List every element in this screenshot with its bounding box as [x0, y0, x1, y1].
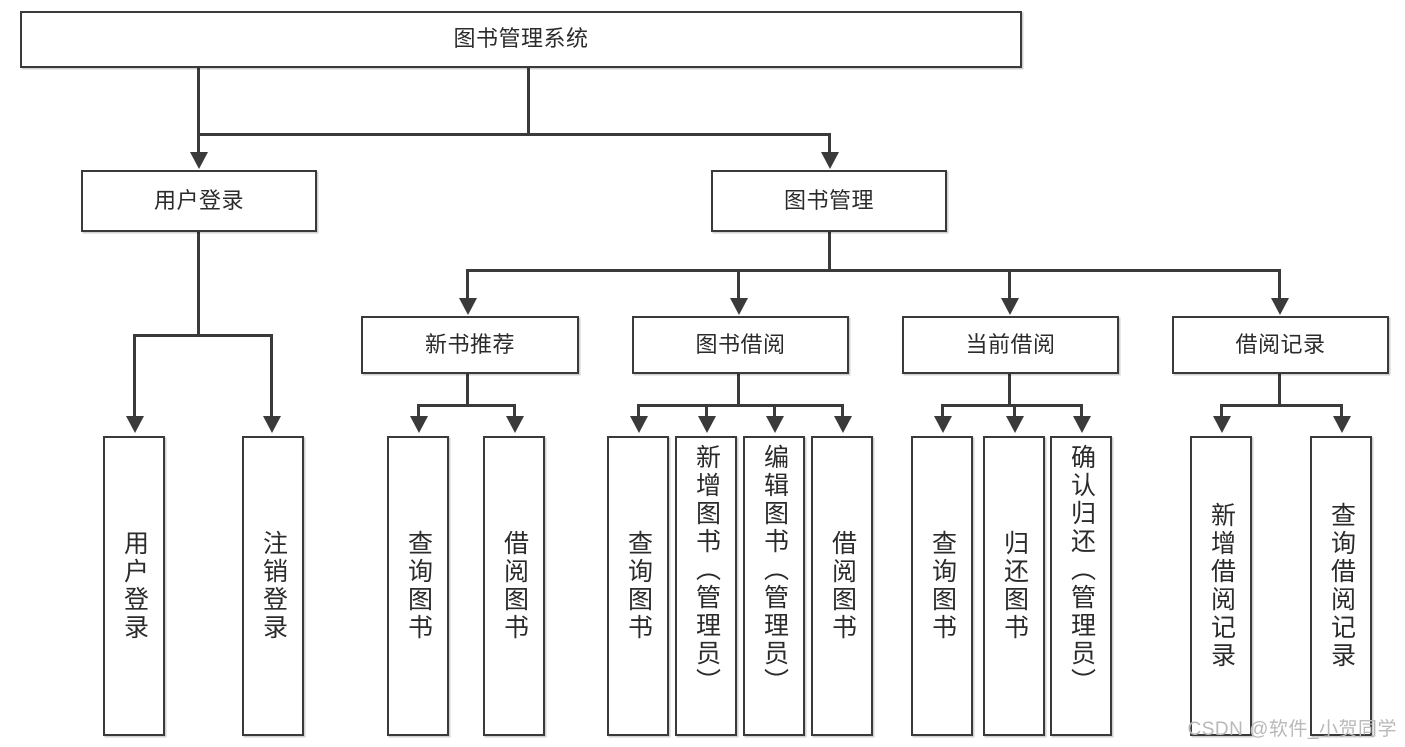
leaf-user-login-label: 用户登录 — [120, 530, 149, 642]
arrow-current-to-leaf9 — [1006, 416, 1024, 433]
arrow-book-to-borrow — [730, 298, 748, 315]
leaf-confirm-return-admin-label: 确认归还（管理员） — [1067, 444, 1096, 696]
connector-root-stem — [527, 68, 530, 134]
arrow-borrow-to-leaf7 — [834, 416, 852, 433]
node-borrow-record-label: 借阅记录 — [1235, 331, 1326, 357]
connector-book-bus — [466, 269, 1278, 272]
leaf-borrow-book-rec-label: 借阅图书 — [500, 530, 529, 642]
leaf-query-book-borrow-label: 查询图书 — [624, 530, 653, 642]
arrow-record-to-leaf12 — [1333, 416, 1351, 433]
connector-book-stem — [828, 232, 831, 271]
connector-current-bus — [941, 404, 1081, 407]
connector-borrow-to-leaf5 — [705, 404, 708, 419]
node-root-label: 图书管理系统 — [453, 26, 589, 52]
leaf-query-borrow-record[interactable]: 查询借阅记录 — [1310, 436, 1372, 736]
node-book-management[interactable]: 图书管理 — [711, 170, 947, 232]
connector-borrow-bus — [637, 404, 842, 407]
leaf-logout[interactable]: 注销登录 — [242, 436, 304, 736]
arrow-book-to-record — [1271, 298, 1289, 315]
node-book-borrow-label: 图书借阅 — [695, 331, 786, 357]
connector-borrow-to-leaf7 — [841, 404, 844, 419]
leaf-confirm-return-admin[interactable]: 确认归还（管理员） — [1050, 436, 1112, 736]
connector-borrow-to-leaf6 — [773, 404, 776, 419]
node-new-book-recommend[interactable]: 新书推荐 — [361, 316, 579, 374]
arrow-current-to-leaf10 — [1073, 416, 1091, 433]
node-user-login-label: 用户登录 — [153, 187, 244, 213]
arrow-root-to-book — [821, 152, 839, 169]
leaf-add-borrow-record-label: 新增借阅记录 — [1207, 502, 1236, 670]
connector-record-bus — [1220, 404, 1342, 407]
connector-root-to-book — [828, 133, 831, 155]
connector-book-to-current — [1008, 269, 1011, 300]
connector-book-to-newrec — [466, 269, 469, 300]
node-book-management-label: 图书管理 — [783, 187, 874, 213]
connector-login-to-leaf1 — [270, 334, 273, 419]
connector-record-to-leaf12 — [1340, 404, 1343, 419]
connector-root-stem-left — [197, 68, 200, 134]
leaf-return-book-label: 归还图书 — [1000, 530, 1029, 642]
connector-current-to-leaf8 — [941, 404, 944, 419]
connector-newrec-to-leaf3 — [513, 404, 516, 419]
node-current-borrow[interactable]: 当前借阅 — [902, 316, 1119, 374]
connector-record-to-leaf11 — [1220, 404, 1223, 419]
node-current-borrow-label: 当前借阅 — [965, 331, 1056, 357]
connector-book-to-borrow — [737, 269, 740, 300]
connector-borrow-stem — [737, 374, 740, 406]
node-root[interactable]: 图书管理系统 — [20, 11, 1022, 68]
connector-newrec-to-leaf2 — [417, 404, 420, 419]
leaf-query-borrow-record-label: 查询借阅记录 — [1327, 502, 1356, 670]
arrow-borrow-to-leaf4 — [630, 416, 648, 433]
leaf-edit-book-admin-label: 编辑图书（管理员） — [760, 444, 789, 696]
leaf-query-book-current-label: 查询图书 — [928, 530, 957, 642]
connector-current-stem — [1008, 374, 1011, 406]
leaf-query-book-current[interactable]: 查询图书 — [911, 436, 973, 736]
connector-root-bus — [197, 133, 831, 136]
arrow-newrec-to-leaf2 — [410, 416, 428, 433]
arrow-newrec-to-leaf3 — [506, 416, 524, 433]
node-book-borrow[interactable]: 图书借阅 — [632, 316, 849, 374]
leaf-borrow-book[interactable]: 借阅图书 — [811, 436, 873, 736]
leaf-borrow-book-rec[interactable]: 借阅图书 — [483, 436, 545, 736]
connector-current-to-leaf10 — [1080, 404, 1083, 419]
node-new-book-recommend-label: 新书推荐 — [424, 331, 515, 357]
arrow-book-to-current — [1001, 298, 1019, 315]
connector-login-stem — [197, 232, 200, 336]
leaf-return-book[interactable]: 归还图书 — [983, 436, 1045, 736]
connector-newrec-bus — [417, 404, 515, 407]
leaf-edit-book-admin[interactable]: 编辑图书（管理员） — [743, 436, 805, 736]
arrow-book-to-newrec — [459, 298, 477, 315]
arrow-login-to-leaf1 — [263, 416, 281, 433]
leaf-query-book-rec[interactable]: 查询图书 — [387, 436, 449, 736]
connector-record-stem — [1278, 374, 1281, 406]
leaf-borrow-book-label: 借阅图书 — [828, 530, 857, 642]
leaf-query-book-rec-label: 查询图书 — [404, 530, 433, 642]
arrow-record-to-leaf11 — [1213, 416, 1231, 433]
leaf-add-book-admin-label: 新增图书（管理员） — [692, 444, 721, 696]
arrow-borrow-to-leaf5 — [698, 416, 716, 433]
arrow-root-to-login — [190, 152, 208, 169]
connector-book-to-record — [1278, 269, 1281, 300]
arrow-borrow-to-leaf6 — [766, 416, 784, 433]
node-user-login[interactable]: 用户登录 — [81, 170, 317, 232]
connector-borrow-to-leaf4 — [637, 404, 640, 419]
arrow-login-to-leaf0 — [126, 416, 144, 433]
leaf-add-borrow-record[interactable]: 新增借阅记录 — [1190, 436, 1252, 736]
connector-login-bus — [133, 334, 270, 337]
leaf-query-book-borrow[interactable]: 查询图书 — [607, 436, 669, 736]
connector-current-to-leaf9 — [1013, 404, 1016, 419]
leaf-add-book-admin[interactable]: 新增图书（管理员） — [675, 436, 737, 736]
connector-root-to-login — [197, 133, 200, 155]
leaf-logout-label: 注销登录 — [259, 530, 288, 642]
node-borrow-record[interactable]: 借阅记录 — [1172, 316, 1389, 374]
leaf-user-login[interactable]: 用户登录 — [103, 436, 165, 736]
arrow-current-to-leaf8 — [934, 416, 952, 433]
connector-login-to-leaf0 — [133, 334, 136, 419]
connector-newrec-stem — [466, 374, 469, 406]
